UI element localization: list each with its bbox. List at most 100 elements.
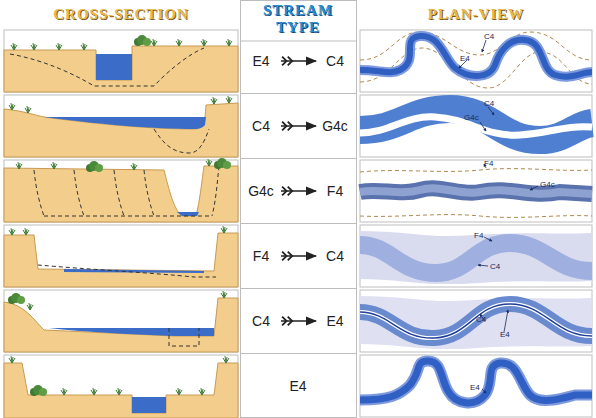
plan-view [530,186,538,190]
cross-section [31,43,37,50]
plan-view [360,169,592,218]
cross-section [16,162,22,169]
plan-label: E4 [500,330,510,339]
cell-frame [4,30,238,92]
cross-section [4,166,238,222]
plan-label: C4 [484,99,494,108]
stream-type-code: G4c [322,118,348,134]
stream-type-code: F4 [327,183,343,199]
plan-view [360,32,592,88]
plan-view [504,310,508,332]
plan-view [360,32,592,88]
stream-type-code: C4 [252,118,270,134]
cell-divider [240,158,357,159]
plan-view [360,361,592,403]
cell-divider [240,41,357,354]
stream-type: F4 [318,182,352,200]
cell-frame [360,355,592,417]
cross-section [81,43,87,50]
transition-arrow [281,320,316,322]
cross-section [4,103,238,157]
stream-type: E4 [281,377,315,395]
plan-view [482,389,486,393]
cross-section [226,96,232,103]
cross-section [64,269,204,273]
cross-section [11,43,17,50]
stream-type: G4c [244,182,278,200]
plan-label: E4 [460,54,470,63]
plan-view [482,40,486,52]
cross-section [132,397,166,413]
cell-frame [360,95,592,157]
cross-section [74,170,84,216]
plan-label: F4 [484,159,493,168]
cell-frame [360,225,592,287]
cross-section [4,46,238,92]
stream-type: C4 [318,52,352,70]
cell-divider [240,223,357,224]
cross-section [144,170,154,216]
stream-type-code: E4 [252,53,269,69]
cross-section [9,103,15,110]
plan-view [360,304,592,338]
plan-label: C4 [484,32,494,41]
plan-view [459,40,486,68]
plan-view [360,361,592,403]
cross-section [86,161,103,172]
stream-type-code: F4 [253,248,269,264]
cross-section [201,39,207,46]
cell-frame [241,1,357,418]
cross-section [176,39,182,46]
cross-section [34,170,44,216]
cross-section [91,388,97,395]
cross-section [44,216,212,217]
cell-frame [4,290,238,352]
cross-section [27,303,33,310]
stream-type-code: G4c [248,183,274,199]
cell-divider [240,353,357,354]
transition-arrow [281,255,316,257]
plan-view [360,188,592,194]
stream-type: F4 [244,247,278,265]
cross-section [4,298,238,352]
cross-section [116,388,122,395]
stream-type: C4 [244,117,278,135]
cross-section [9,228,15,235]
cross-section [10,48,204,86]
cell-frame [360,160,592,222]
cross-section [4,363,238,418]
plan-view [360,361,592,403]
transition-arrow [281,125,316,127]
cross-section [199,388,205,395]
stream-type: C4 [318,247,352,265]
cell-divider [240,288,357,289]
plan-view [482,389,486,393]
cross-section [114,170,124,216]
cross-section [56,43,62,50]
cell-frame [4,95,238,157]
stream-type-code: E4 [326,313,343,329]
stream-type: E4 [244,52,278,70]
cross-section [154,129,209,153]
cross-section [25,106,31,113]
cross-section [49,328,214,336]
cross-section [51,162,57,169]
stream-type: E4 [318,312,352,330]
column-heading: PLAN-VIEW [360,6,592,23]
stream-type-code: E4 [289,378,306,394]
cross-section [4,356,238,418]
cross-section [206,159,212,166]
cross-section [4,35,238,92]
plan-view [360,188,592,194]
cell-frame [360,30,592,92]
cross-section [212,166,219,216]
cross-section [34,166,219,216]
cross-section [30,385,47,396]
cross-section [9,356,15,363]
transition-arrow [281,60,316,62]
cross-section [4,233,238,287]
stream-type-code: C4 [252,313,270,329]
cross-section [4,96,238,157]
